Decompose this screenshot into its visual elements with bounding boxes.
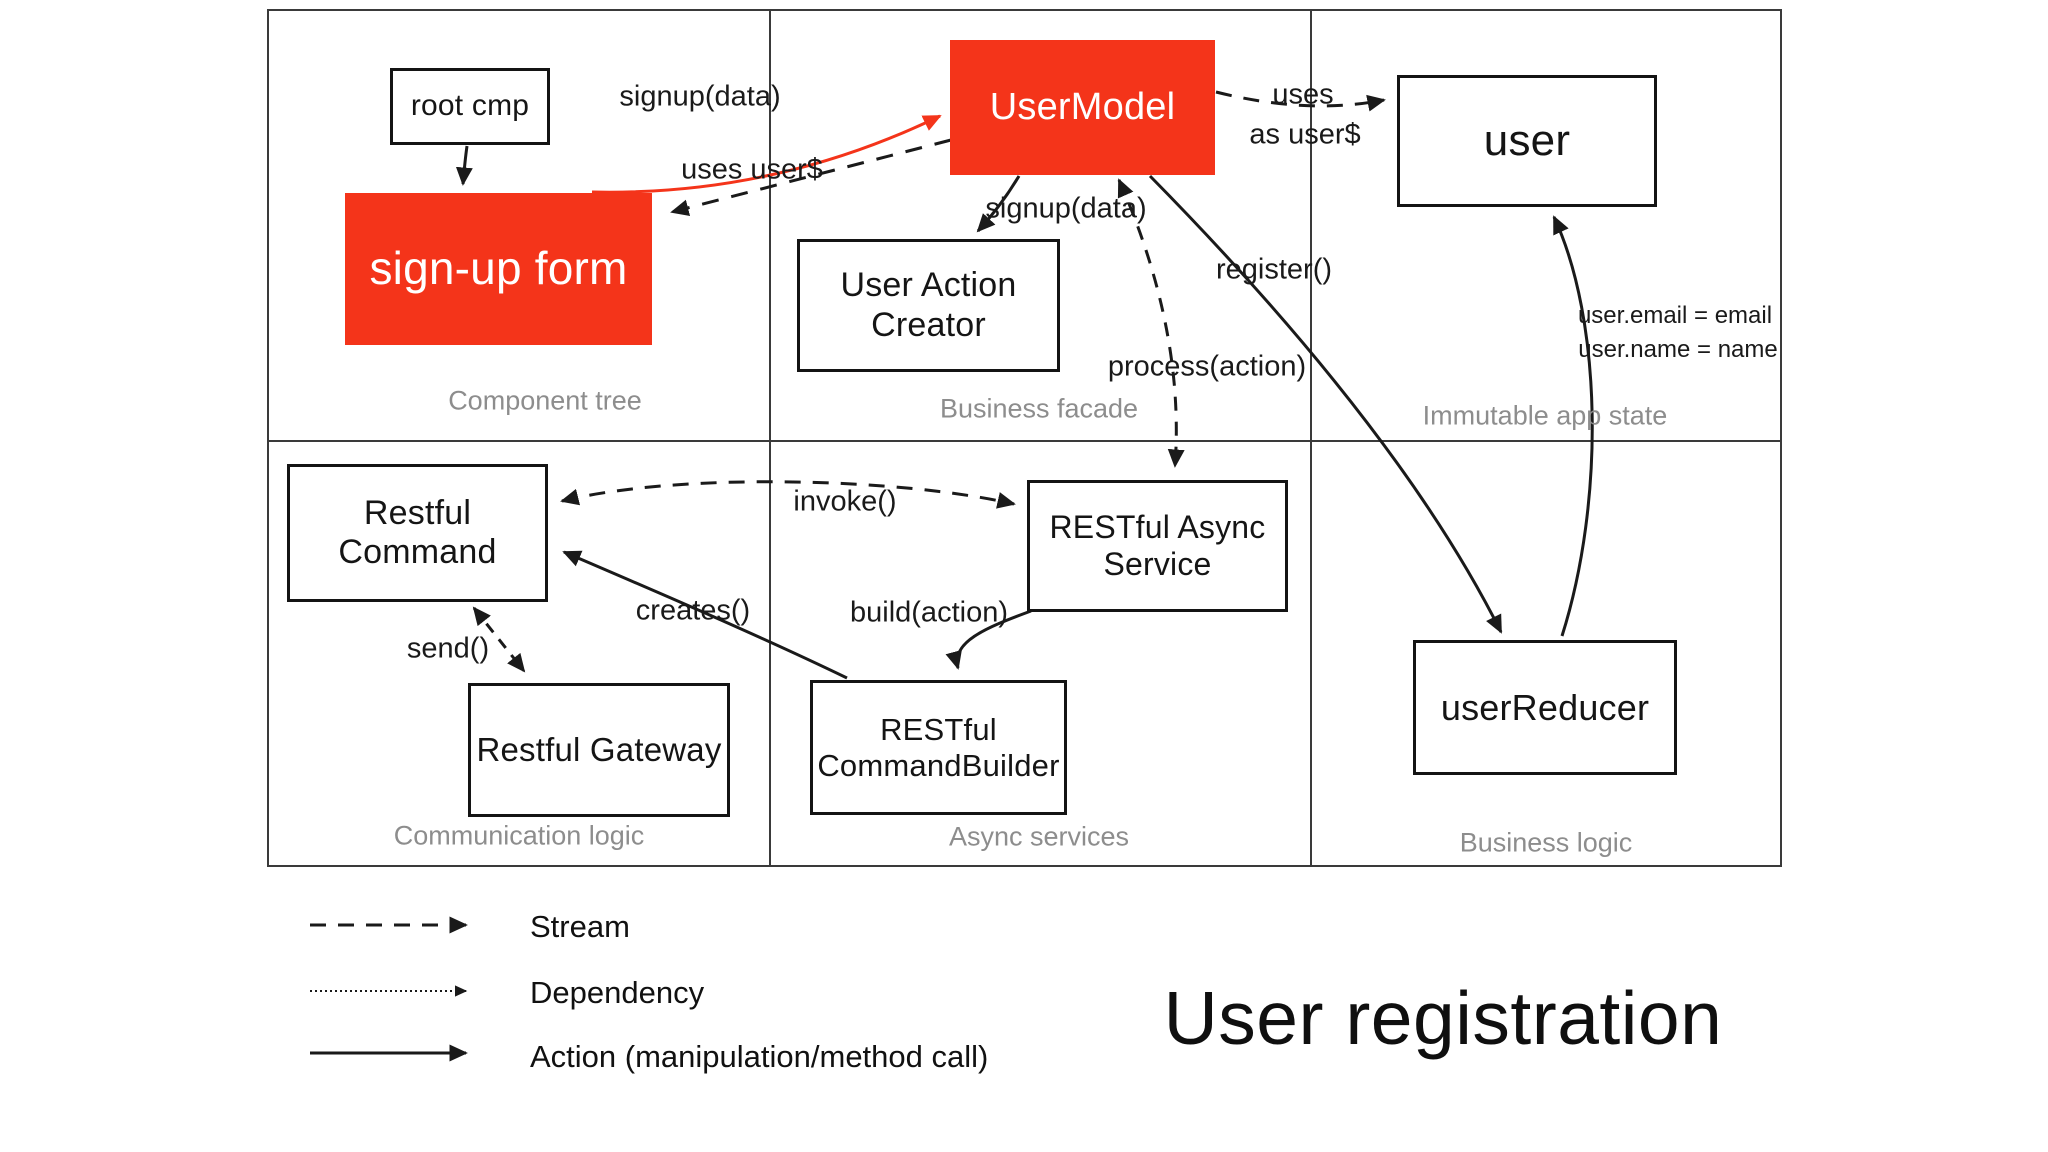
edge-label-uses: uses — [1272, 78, 1334, 111]
node-restful-async-service: RESTful Async Service — [1027, 480, 1288, 612]
edge-label-assign-email: user.email = email — [1577, 302, 1773, 329]
edge-label-assign-name: user.name = name — [1578, 336, 1778, 363]
node-signup-form: sign-up form — [345, 193, 652, 345]
panel-label-business-facade: Business facade — [939, 393, 1139, 424]
node-restful-command: Restful Command — [287, 464, 548, 602]
node-user-action-creator: User Action Creator — [797, 239, 1060, 372]
legend-label-stream: Stream — [530, 909, 630, 944]
node-restful-gateway-label: Restful Gateway — [476, 730, 722, 768]
node-user-reducer: userReducer — [1413, 640, 1677, 775]
panel-label-business-logic: Business logic — [1459, 827, 1633, 858]
page-title: User registration — [1163, 976, 1723, 1060]
edge-signup-data-action — [976, 175, 1021, 233]
node-user-reducer-label: userReducer — [1440, 686, 1650, 728]
legend-label-action: Action (manipulation/method call) — [530, 1039, 989, 1074]
node-root-cmp: root cmp — [390, 68, 550, 145]
node-root-cmp-label: root cmp — [410, 89, 530, 123]
grid-outer-border — [267, 9, 1782, 867]
panel-label-async-services: Async services — [948, 821, 1130, 852]
edge-uses-as-user-stream — [1215, 90, 1386, 112]
node-user-model: UserModel — [950, 40, 1215, 175]
edge-uses-user-stream — [670, 138, 952, 217]
edge-creates-action — [562, 550, 848, 680]
edge-signup-data-red — [591, 114, 942, 194]
node-restful-async-service-label: RESTful Async Service — [1049, 508, 1266, 582]
node-user-action-creator-label: User Action Creator — [840, 266, 1017, 344]
node-signup-form-label: sign-up form — [369, 242, 628, 295]
edge-build-action — [945, 609, 1032, 670]
edge-label-invoke: invoke() — [793, 485, 897, 518]
panel-label-immutable-app-state: Immutable app state — [1422, 400, 1668, 431]
edge-register-action — [1148, 174, 1503, 634]
panel-label-component-tree: Component tree — [448, 385, 642, 416]
node-user-label: user — [1483, 116, 1571, 166]
edge-root-to-signup-form — [455, 145, 473, 186]
edge-label-creates: creates() — [635, 594, 751, 627]
edge-label-signup-data-action: signup(data) — [985, 192, 1147, 225]
edge-label-as-user-stream: as user$ — [1249, 118, 1361, 151]
node-restful-gateway: Restful Gateway — [468, 683, 730, 817]
node-user-model-label: UserModel — [989, 86, 1176, 129]
panel-label-communication-logic: Communication logic — [393, 820, 645, 851]
edge-label-uses-user-stream: uses user$ — [681, 153, 823, 186]
node-user: user — [1397, 75, 1657, 207]
edge-invoke-stream — [560, 480, 1016, 509]
edge-label-signup-data-form: signup(data) — [619, 80, 781, 113]
edge-label-process-action: process(action) — [1107, 350, 1307, 383]
edge-process-action-stream — [1117, 178, 1185, 468]
node-restful-command-builder: RESTful CommandBuilder — [810, 680, 1067, 815]
legend-label-dependency: Dependency — [530, 975, 705, 1010]
edge-reducer-to-user-action — [1552, 215, 1594, 637]
node-restful-command-label: Restful Command — [338, 493, 497, 571]
node-restful-command-builder-label: RESTful CommandBuilder — [817, 711, 1060, 783]
edge-send-stream — [472, 606, 526, 673]
edge-label-send: send() — [406, 632, 490, 665]
edge-label-register: register() — [1215, 253, 1333, 286]
edge-label-build-action: build(action) — [850, 596, 1008, 629]
